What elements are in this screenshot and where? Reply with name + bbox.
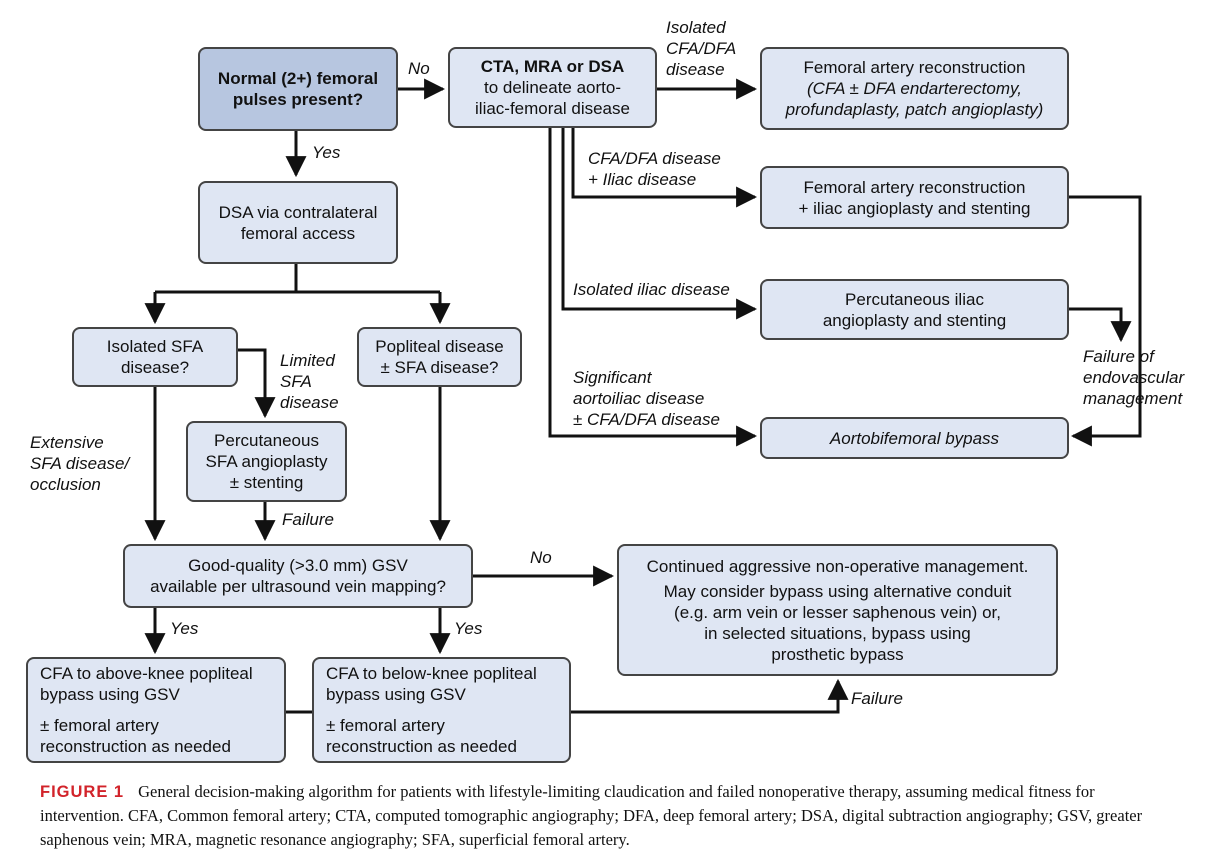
continued-line-3: (e.g. arm vein or lesser saphenous vein)… [674, 602, 1001, 622]
gsv-decision: Good-quality (>3.0 mm) GSV available per… [123, 544, 473, 608]
percutaneous-sfa-box: Percutaneous SFA angioplasty ± stenting [186, 421, 347, 502]
label-failure-perc: Failure [282, 510, 334, 529]
dsa-contralateral-box: DSA via contralateral femoral access [198, 181, 398, 264]
label-yes-left: Yes [170, 619, 199, 638]
perc-iliac-line-2: angioplasty and stenting [822, 310, 1007, 330]
cta-line-2: iliac-femoral disease [475, 99, 630, 118]
label-isolated-iliac: Isolated iliac disease [573, 280, 730, 299]
limited-sfa-line-2: SFA [280, 372, 312, 391]
popliteal-decision: Popliteal disease ± SFA disease? [357, 327, 522, 387]
label-limited-sfa: Limited SFA disease [280, 350, 339, 413]
above-knee-line-3: ± femoral artery [40, 716, 159, 735]
label-yes-top: Yes [312, 143, 341, 162]
isolated-cfa-line-1: Isolated [666, 18, 726, 37]
limited-sfa-line-1: Limited [280, 351, 335, 370]
label-no-gsv: No [530, 548, 552, 567]
fem-iliac-line-1: Femoral artery reconstruction [803, 177, 1026, 197]
failure-endo-line-1: Failure of [1083, 347, 1154, 366]
label-failure-bottom: Failure [851, 689, 903, 708]
popliteal-line-2: ± SFA disease? [380, 358, 499, 377]
dsa-line-1: DSA via contralateral [218, 202, 378, 222]
percutaneous-iliac-box: Percutaneous iliac angioplasty and stent… [760, 279, 1069, 340]
above-knee-line-1: CFA to above-knee popliteal [40, 664, 253, 683]
below-knee-line-4: reconstruction as needed [326, 737, 517, 756]
dsa-split [155, 264, 440, 294]
femoral-pulses-decision: Normal (2+) femoral pulses present? [198, 47, 398, 131]
isolated-sfa-line-1: Isolated SFA [106, 337, 204, 356]
perc-sfa-line-1: Percutaneous [214, 431, 319, 450]
extensive-sfa-line-3: occlusion [30, 475, 101, 494]
dsa-line-2: femoral access [240, 223, 356, 243]
cta-title: CTA, MRA or DSA [480, 57, 625, 76]
arrow-to-perc-iliac [561, 128, 758, 320]
significant-line-1: Significant [573, 368, 652, 387]
pulses-line-2: pulses present? [232, 90, 364, 109]
isolated-sfa-decision: Isolated SFA disease? [72, 327, 238, 387]
fem-iliac-line-2: + iliac angioplasty and stenting [798, 198, 1031, 218]
isolated-cfa-line-3: disease [666, 60, 725, 79]
continued-line-5: prosthetic bypass [771, 644, 904, 664]
extensive-sfa-line-1: Extensive [30, 433, 104, 452]
significant-line-3: ± CFA/DFA disease [573, 410, 720, 429]
cta-line-1: to delineate aorto- [483, 78, 622, 97]
popliteal-line-1: Popliteal disease [375, 337, 504, 356]
limited-sfa-line-3: disease [280, 393, 339, 412]
pulses-line-1: Normal (2+) femoral [217, 69, 379, 88]
arrow-to-aortobifem [548, 128, 758, 447]
perc-iliac-line-1: Percutaneous iliac [845, 289, 984, 309]
extensive-sfa-line-2: SFA disease/ [30, 454, 130, 473]
perc-sfa-line-3: ± stenting [229, 473, 304, 492]
label-yes-right: Yes [454, 619, 483, 638]
isolated-sfa-line-2: disease? [120, 358, 190, 377]
arrow-limited-sfa [238, 348, 276, 419]
above-knee-line-2: bypass using GSV [40, 685, 180, 704]
above-knee-line-4: reconstruction as needed [40, 737, 231, 756]
gsv-line-2: available per ultrasound vein mapping? [150, 577, 446, 596]
caption-text: General decision-making algorithm for pa… [40, 782, 1143, 849]
continued-line-4: in selected situations, bypass using [704, 623, 971, 643]
below-knee-line-2: bypass using GSV [326, 685, 466, 704]
cfa-iliac-line-2: + Iliac disease [588, 170, 697, 189]
failure-endo-line-2: endovascular [1083, 368, 1185, 387]
cfa-iliac-line-1: CFA/DFA disease [588, 149, 721, 168]
arrow-perc-iliac-failure [1069, 307, 1132, 343]
perc-sfa-line-2: SFA angioplasty [205, 452, 328, 471]
femoral-reconstruction-box: Femoral artery reconstruction (CFA ± DFA… [760, 47, 1069, 130]
label-no-top: No [408, 59, 430, 78]
fem-recon-line-2: (CFA ± DFA endarterectomy, [807, 79, 1022, 98]
continued-line-2: May consider bypass using alternative co… [663, 581, 1012, 601]
fem-recon-line-1: Femoral artery reconstruction [803, 58, 1026, 77]
aortobifemoral-bypass-box: Aortobifemoral bypass [760, 417, 1069, 459]
significant-line-2: aortoiliac disease [573, 389, 705, 408]
arrow-to-fem-iliac [571, 128, 758, 208]
label-extensive-sfa: Extensive SFA disease/ occlusion [30, 432, 129, 495]
below-knee-line-3: ± femoral artery [326, 716, 445, 735]
continued-line-1: Continued aggressive non-operative manag… [646, 556, 1029, 576]
failure-endo-line-3: management [1083, 389, 1183, 408]
below-knee-bypass-box: CFA to below-knee popliteal bypass using… [312, 657, 571, 763]
continued-management-box: Continued aggressive non-operative manag… [617, 544, 1058, 676]
gsv-line-1: Good-quality (>3.0 mm) GSV [188, 556, 408, 575]
aortobifem-label: Aortobifemoral bypass [829, 428, 1000, 448]
cta-mra-dsa-box: CTA, MRA or DSA to delineate aorto- ilia… [448, 47, 657, 128]
arrow-fem-iliac-failure [1069, 195, 1142, 447]
femoral-iliac-box: Femoral artery reconstruction + iliac an… [760, 166, 1069, 229]
label-significant: Significant aortoiliac disease ± CFA/DFA… [573, 367, 720, 430]
label-isolated-cfa: Isolated CFA/DFA disease [666, 17, 736, 80]
below-knee-line-1: CFA to below-knee popliteal [326, 664, 537, 683]
above-knee-bypass-box: CFA to above-knee popliteal bypass using… [26, 657, 286, 763]
fem-recon-line-3: profundaplasty, patch angioplasty) [785, 100, 1044, 119]
label-cfa-iliac: CFA/DFA disease + Iliac disease [588, 148, 721, 190]
isolated-cfa-line-2: CFA/DFA [666, 39, 737, 58]
figure-number: FIGURE 1 [40, 783, 125, 801]
arrow-bypass-failure [286, 681, 838, 714]
label-failure-endovascular: Failure of endovascular management [1083, 346, 1184, 409]
